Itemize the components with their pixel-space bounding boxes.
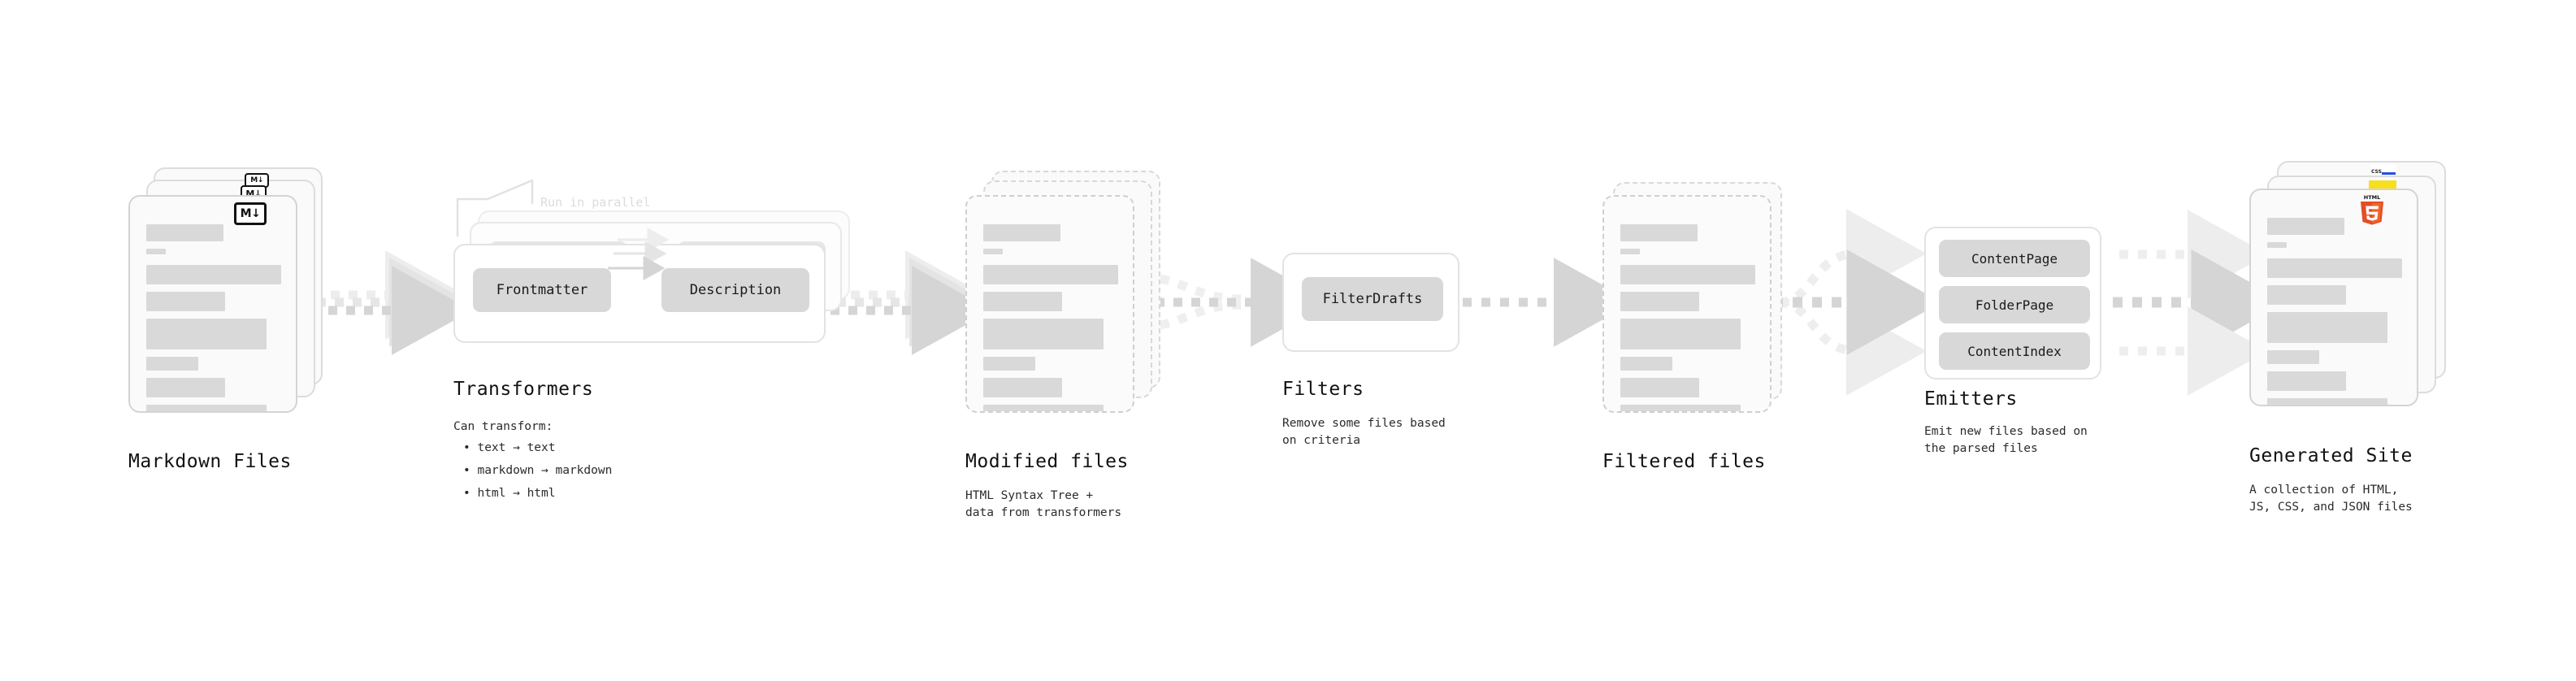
markdown-badge-front: M↓ [234,202,267,225]
transformers-list-item-2: • html → html [463,487,556,500]
stage-title-emitters: Emitters [1924,388,2018,410]
document-card-filtered [1602,195,1772,413]
filters-subtitle: Remove some files based on criteria [1282,417,1446,447]
document-skeleton [983,224,1133,411]
stage-title-modified-files: Modified files [965,451,1129,472]
emitters-panel: ContentPage FolderPage ContentIndex [1924,227,2101,380]
document-skeleton [2267,218,2417,405]
pill-description[interactable]: Description [661,268,809,312]
css-badge: CSS [2371,164,2396,175]
stage-title-filtered-files: Filtered files [1602,451,1766,472]
generated-site-subtitle: A collection of HTML, JS, CSS, and JSON … [2249,484,2413,514]
stage-title-generated-site: Generated Site [2249,445,2413,466]
stage-title-transformers: Transformers [453,379,594,400]
pill-contentindex[interactable]: ContentIndex [1939,332,2090,370]
transformers-subtitle: Can transform: [453,420,553,433]
html5-shield-icon: HTML [2361,194,2383,225]
transformers-list-item-0: • text → text [463,441,556,454]
filters-panel: FilterDrafts [1282,253,1459,352]
emitters-subtitle: Emit new files based on the parsed files [1924,425,2088,455]
document-card-modified [965,195,1134,413]
document-card-site [2249,189,2418,406]
document-skeleton [146,224,296,411]
stage-title-filters: Filters [1282,379,1364,400]
pill-contentpage[interactable]: ContentPage [1939,240,2090,277]
pill-filterdrafts[interactable]: FilterDrafts [1302,277,1443,321]
connector-filtered-to-emitters [1773,209,1942,396]
html5-badge: HTML [2358,193,2386,226]
document-card-markdown [128,195,297,413]
document-skeleton [1620,224,1770,411]
modified-files-subtitle: HTML Syntax Tree + data from transformer… [965,489,1122,519]
connector-markdown-to-transformers [310,250,472,355]
svg-text:HTML: HTML [2364,194,2380,201]
connector-emitters-to-site [2113,210,2287,396]
pill-frontmatter[interactable]: Frontmatter [473,268,611,312]
transformer-panel-front: Frontmatter Description [453,244,826,343]
run-in-parallel-note: Run in parallel [540,195,651,210]
stage-title-markdown-files: Markdown Files [128,451,292,472]
pill-folderpage[interactable]: FolderPage [1939,286,2090,323]
transformers-list-item-1: • markdown → markdown [463,464,613,477]
